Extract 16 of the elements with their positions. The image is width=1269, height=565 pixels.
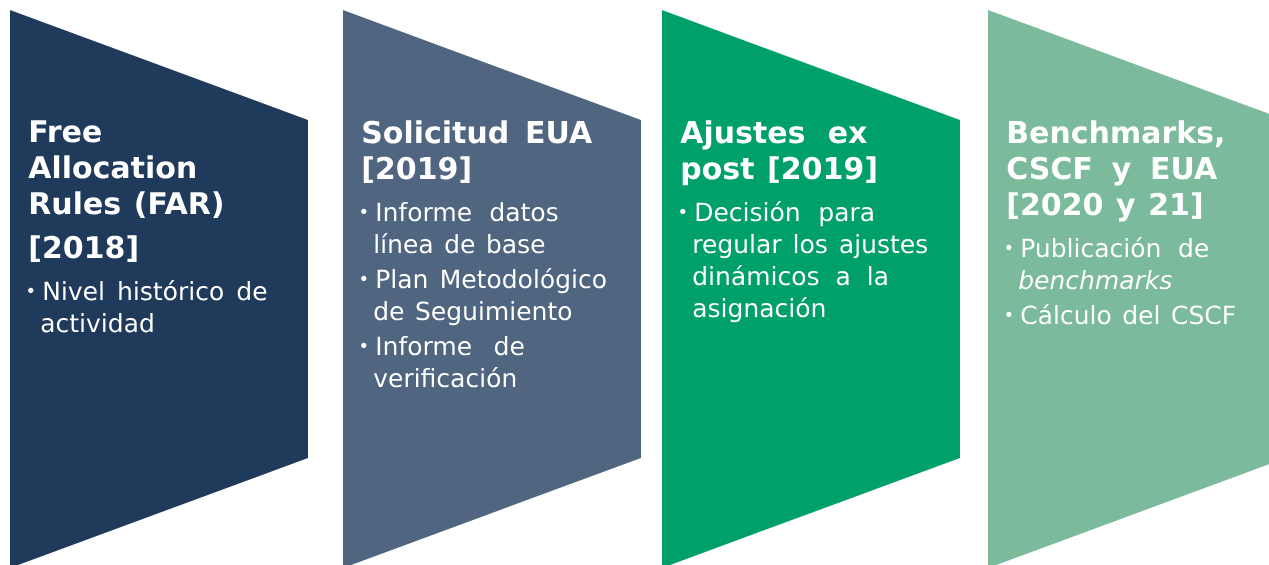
heading: Solicitud EUA [2019] (363, 120, 592, 183)
heading: Ajustes ex post [2019] (680, 120, 876, 186)
chevron-box (10, 10, 308, 565)
heading: Benchmarks, CSCF y EUA [2020 y 21] (1007, 120, 1223, 222)
chevron-box (662, 10, 960, 565)
bullet-text: Publicación de benchmarks (1019, 237, 1208, 290)
chevron-box (988, 10, 1269, 565)
heading: [2018] (30, 235, 137, 263)
heading: Free Allocation Rules (FAR) (28, 120, 222, 218)
bullet-text: Informe de verificación (373, 336, 524, 388)
bullet-text: Nivel histórico de actividad (41, 280, 267, 333)
chevron-box (343, 10, 641, 565)
bullet-text: Decisión para regular los ajustes dinámicos a la asignación (693, 201, 927, 323)
bullet-text: Plan Metodológico de Seguimiento (374, 268, 606, 326)
bullet-text: Cálculo del CSCF (1021, 304, 1235, 325)
bullet-text: Informe datos línea de base (375, 202, 558, 254)
